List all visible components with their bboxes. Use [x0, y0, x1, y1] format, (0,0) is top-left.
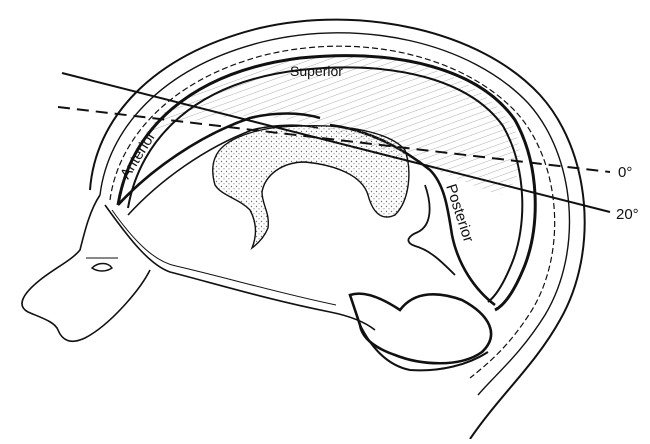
eye: [92, 264, 112, 272]
label-angle-0: 0°: [618, 164, 632, 181]
face-profile: [22, 195, 150, 341]
label-angle-20: 20°: [616, 206, 639, 223]
label-superior: Superior: [290, 63, 343, 79]
skull-base-inner: [112, 210, 336, 305]
skull-base: [105, 205, 375, 330]
transverse-sinus: [350, 294, 491, 364]
